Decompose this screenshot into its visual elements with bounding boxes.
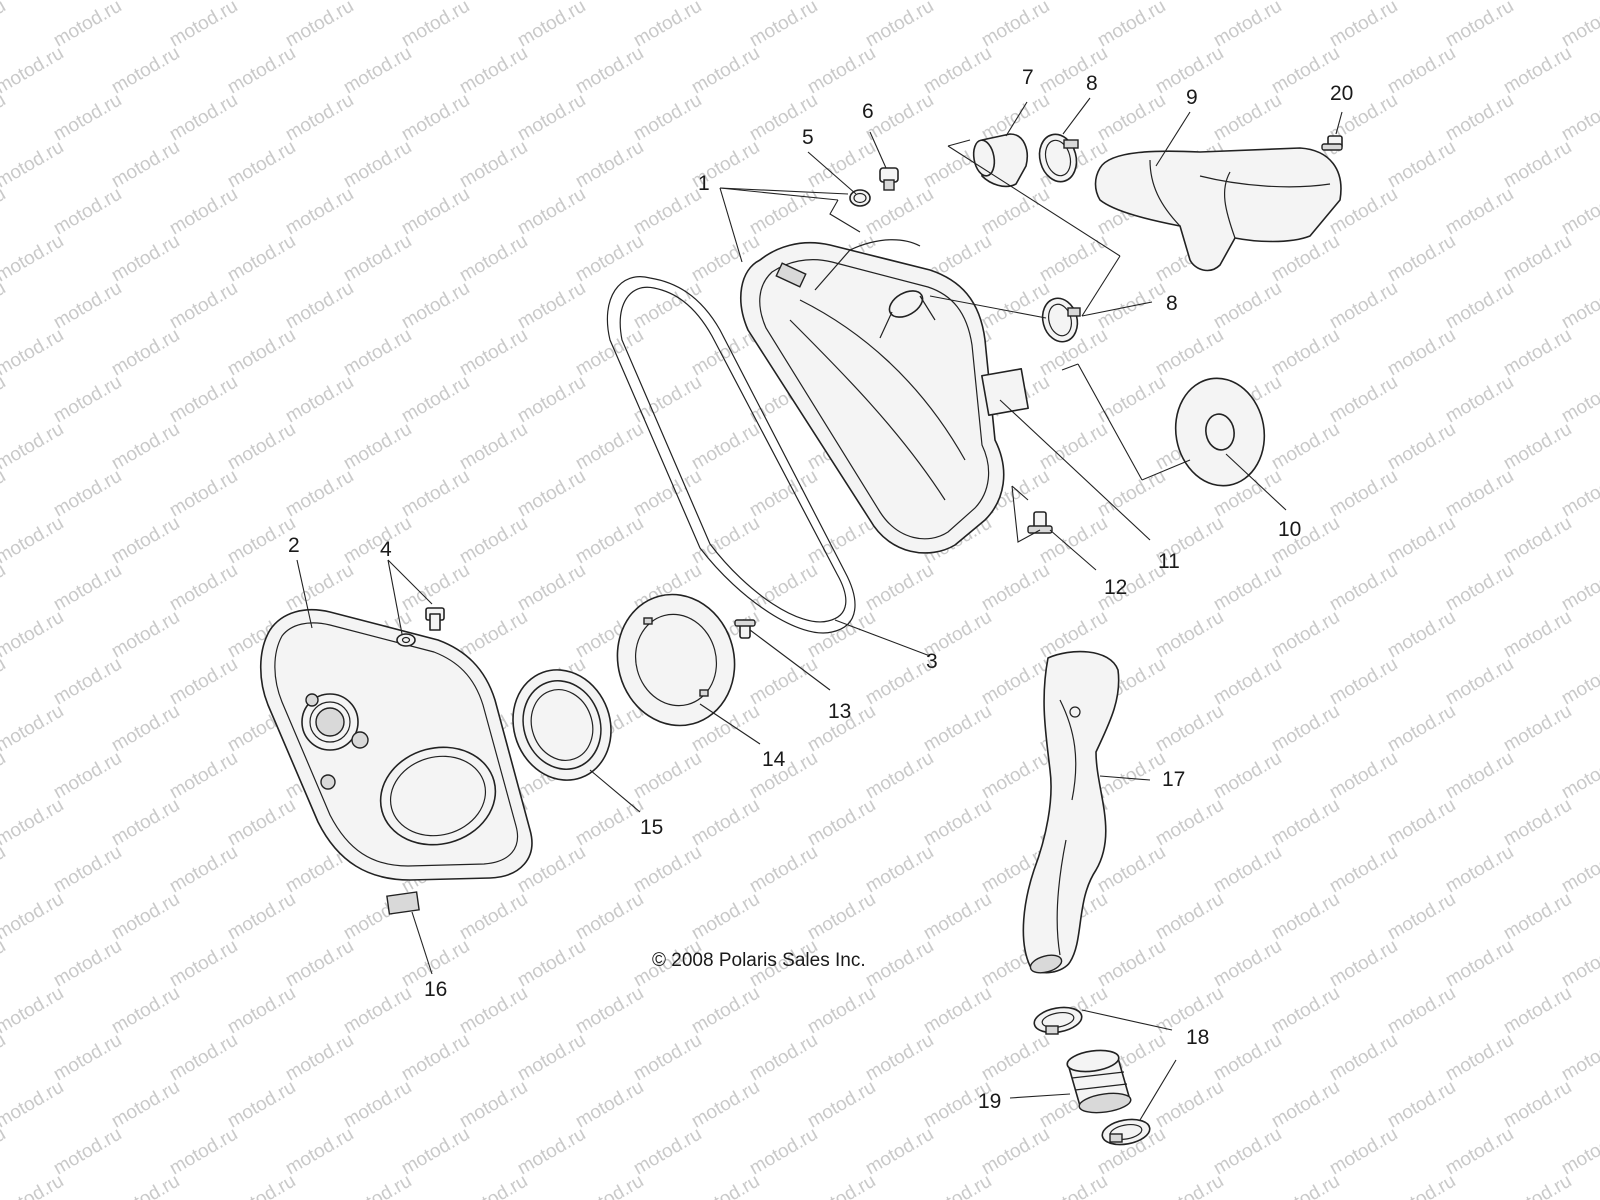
hose-clamp-part-upper xyxy=(1038,133,1079,183)
callout-8-lower: 8 xyxy=(1166,292,1178,315)
o-ring-part xyxy=(849,189,871,207)
callout-5: 5 xyxy=(802,126,814,149)
copyright-notice: © 2008 Polaris Sales Inc. xyxy=(652,950,866,971)
inner-clutch-cover-part xyxy=(740,239,1029,554)
callout-7: 7 xyxy=(1022,66,1034,89)
callout-18: 18 xyxy=(1186,1026,1209,1049)
callout-13: 13 xyxy=(828,700,851,723)
decal-part xyxy=(386,891,420,915)
callout-6: 6 xyxy=(862,100,874,123)
callout-10: 10 xyxy=(1278,518,1301,541)
bearing-plate-part xyxy=(616,593,736,727)
seal-disc-part xyxy=(1174,377,1266,487)
callout-16: 16 xyxy=(424,978,447,1001)
callout-15: 15 xyxy=(640,816,663,839)
callout-9: 9 xyxy=(1186,86,1198,109)
callout-17: 17 xyxy=(1162,768,1185,791)
callout-12: 12 xyxy=(1104,576,1127,599)
outer-clutch-cover-part xyxy=(259,608,533,881)
screw-part-12 xyxy=(1027,511,1053,534)
exhaust-duct-part xyxy=(1022,650,1120,974)
callout-19: 19 xyxy=(978,1090,1001,1113)
hose-clamp-part-18-upper xyxy=(1033,1006,1083,1035)
screw-part-13 xyxy=(734,619,756,639)
leader-lines xyxy=(296,97,1343,1121)
seal-ring-part xyxy=(512,669,612,781)
intake-duct-part xyxy=(1094,147,1342,272)
callout-4: 4 xyxy=(380,538,392,561)
callout-20: 20 xyxy=(1330,82,1353,105)
drain-plug-part xyxy=(879,167,899,191)
callout-labels: 1 2 3 4 5 6 7 8 8 9 10 11 12 13 14 15 16… xyxy=(288,66,1353,1113)
bolt-washer-part xyxy=(396,607,445,647)
callout-1: 1 xyxy=(698,172,710,195)
callout-2: 2 xyxy=(288,534,300,557)
hose-clamp-part-lower xyxy=(1041,297,1081,343)
drive-belt-part xyxy=(606,276,856,634)
callout-11: 11 xyxy=(1158,550,1180,573)
callout-14: 14 xyxy=(762,748,786,771)
callout-8-upper: 8 xyxy=(1086,72,1098,95)
coupler-part xyxy=(1066,1049,1132,1114)
fastener-part-20 xyxy=(1321,135,1343,151)
duct-adapter-part xyxy=(972,133,1028,188)
hose-clamp-part-18-lower xyxy=(1101,1118,1151,1146)
callout-3: 3 xyxy=(926,650,938,673)
